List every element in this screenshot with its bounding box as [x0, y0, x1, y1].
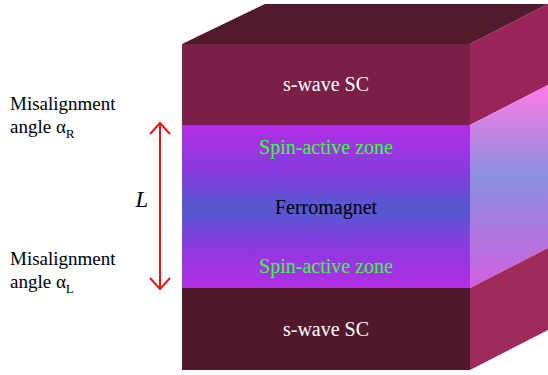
- layer-label: Ferromagnet: [275, 196, 377, 219]
- arrow-head-bottom: [150, 278, 170, 289]
- superconductor-layer: s-wave SC: [182, 288, 470, 370]
- side-face-bottom-sc: [470, 248, 548, 370]
- misalignment-label: Misalignment angle αR: [10, 93, 160, 142]
- layer-label: s-wave SC: [283, 73, 369, 96]
- layer-label: Spin-active zone: [259, 255, 393, 278]
- misalignment-label: Misalignment angle αL: [10, 248, 160, 297]
- spin-active-layer: Spin-active zone: [182, 125, 470, 170]
- length-label: L: [130, 186, 154, 214]
- ferromagnet-layer: Ferromagnet: [182, 170, 470, 245]
- layer-label: Spin-active zone: [259, 136, 393, 159]
- length-arrow: [159, 124, 161, 288]
- spin-active-layer: Spin-active zone: [182, 245, 470, 288]
- superconductor-layer: s-wave SC: [182, 44, 470, 125]
- layer-label: s-wave SC: [283, 318, 369, 341]
- arrow-head-top: [150, 123, 170, 134]
